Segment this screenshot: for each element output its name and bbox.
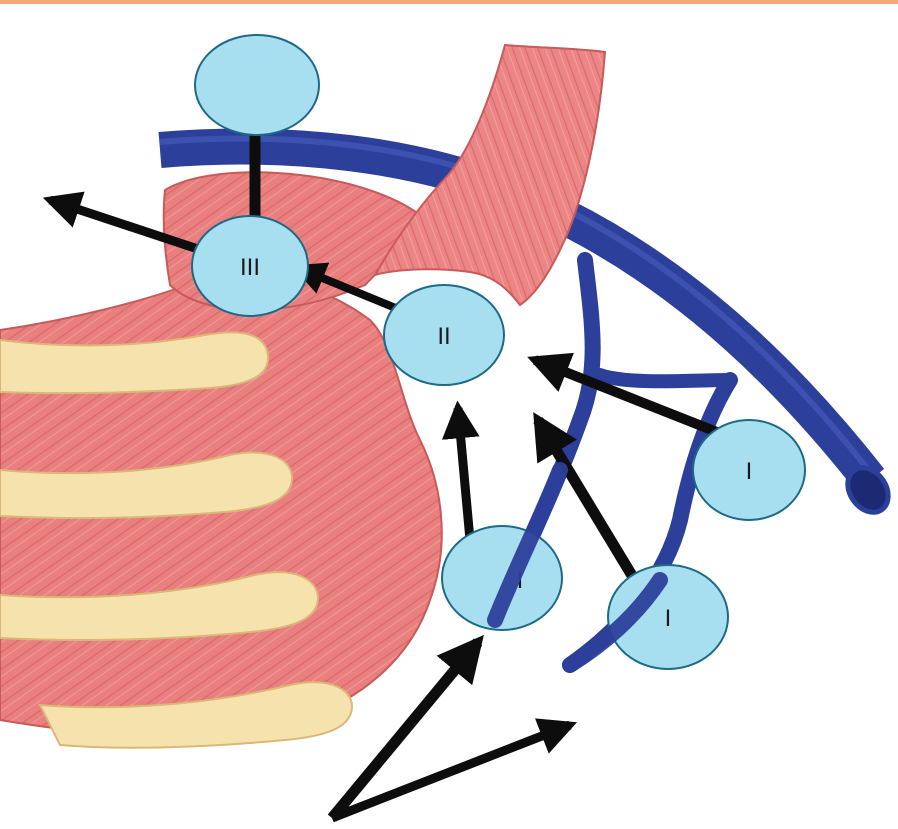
svg-text:II: II bbox=[437, 323, 450, 350]
apex-node bbox=[195, 35, 319, 135]
svg-text:I: I bbox=[746, 458, 753, 485]
level-1-node-right: I bbox=[693, 420, 805, 520]
svg-text:I: I bbox=[665, 605, 672, 632]
svg-text:III: III bbox=[240, 254, 260, 281]
level-3-node: III bbox=[192, 216, 308, 316]
vein-branch-connector bbox=[600, 375, 730, 381]
top-border bbox=[0, 0, 898, 4]
level-2-node: II bbox=[384, 285, 504, 385]
arrow-center-i-to-ii bbox=[458, 408, 470, 540]
